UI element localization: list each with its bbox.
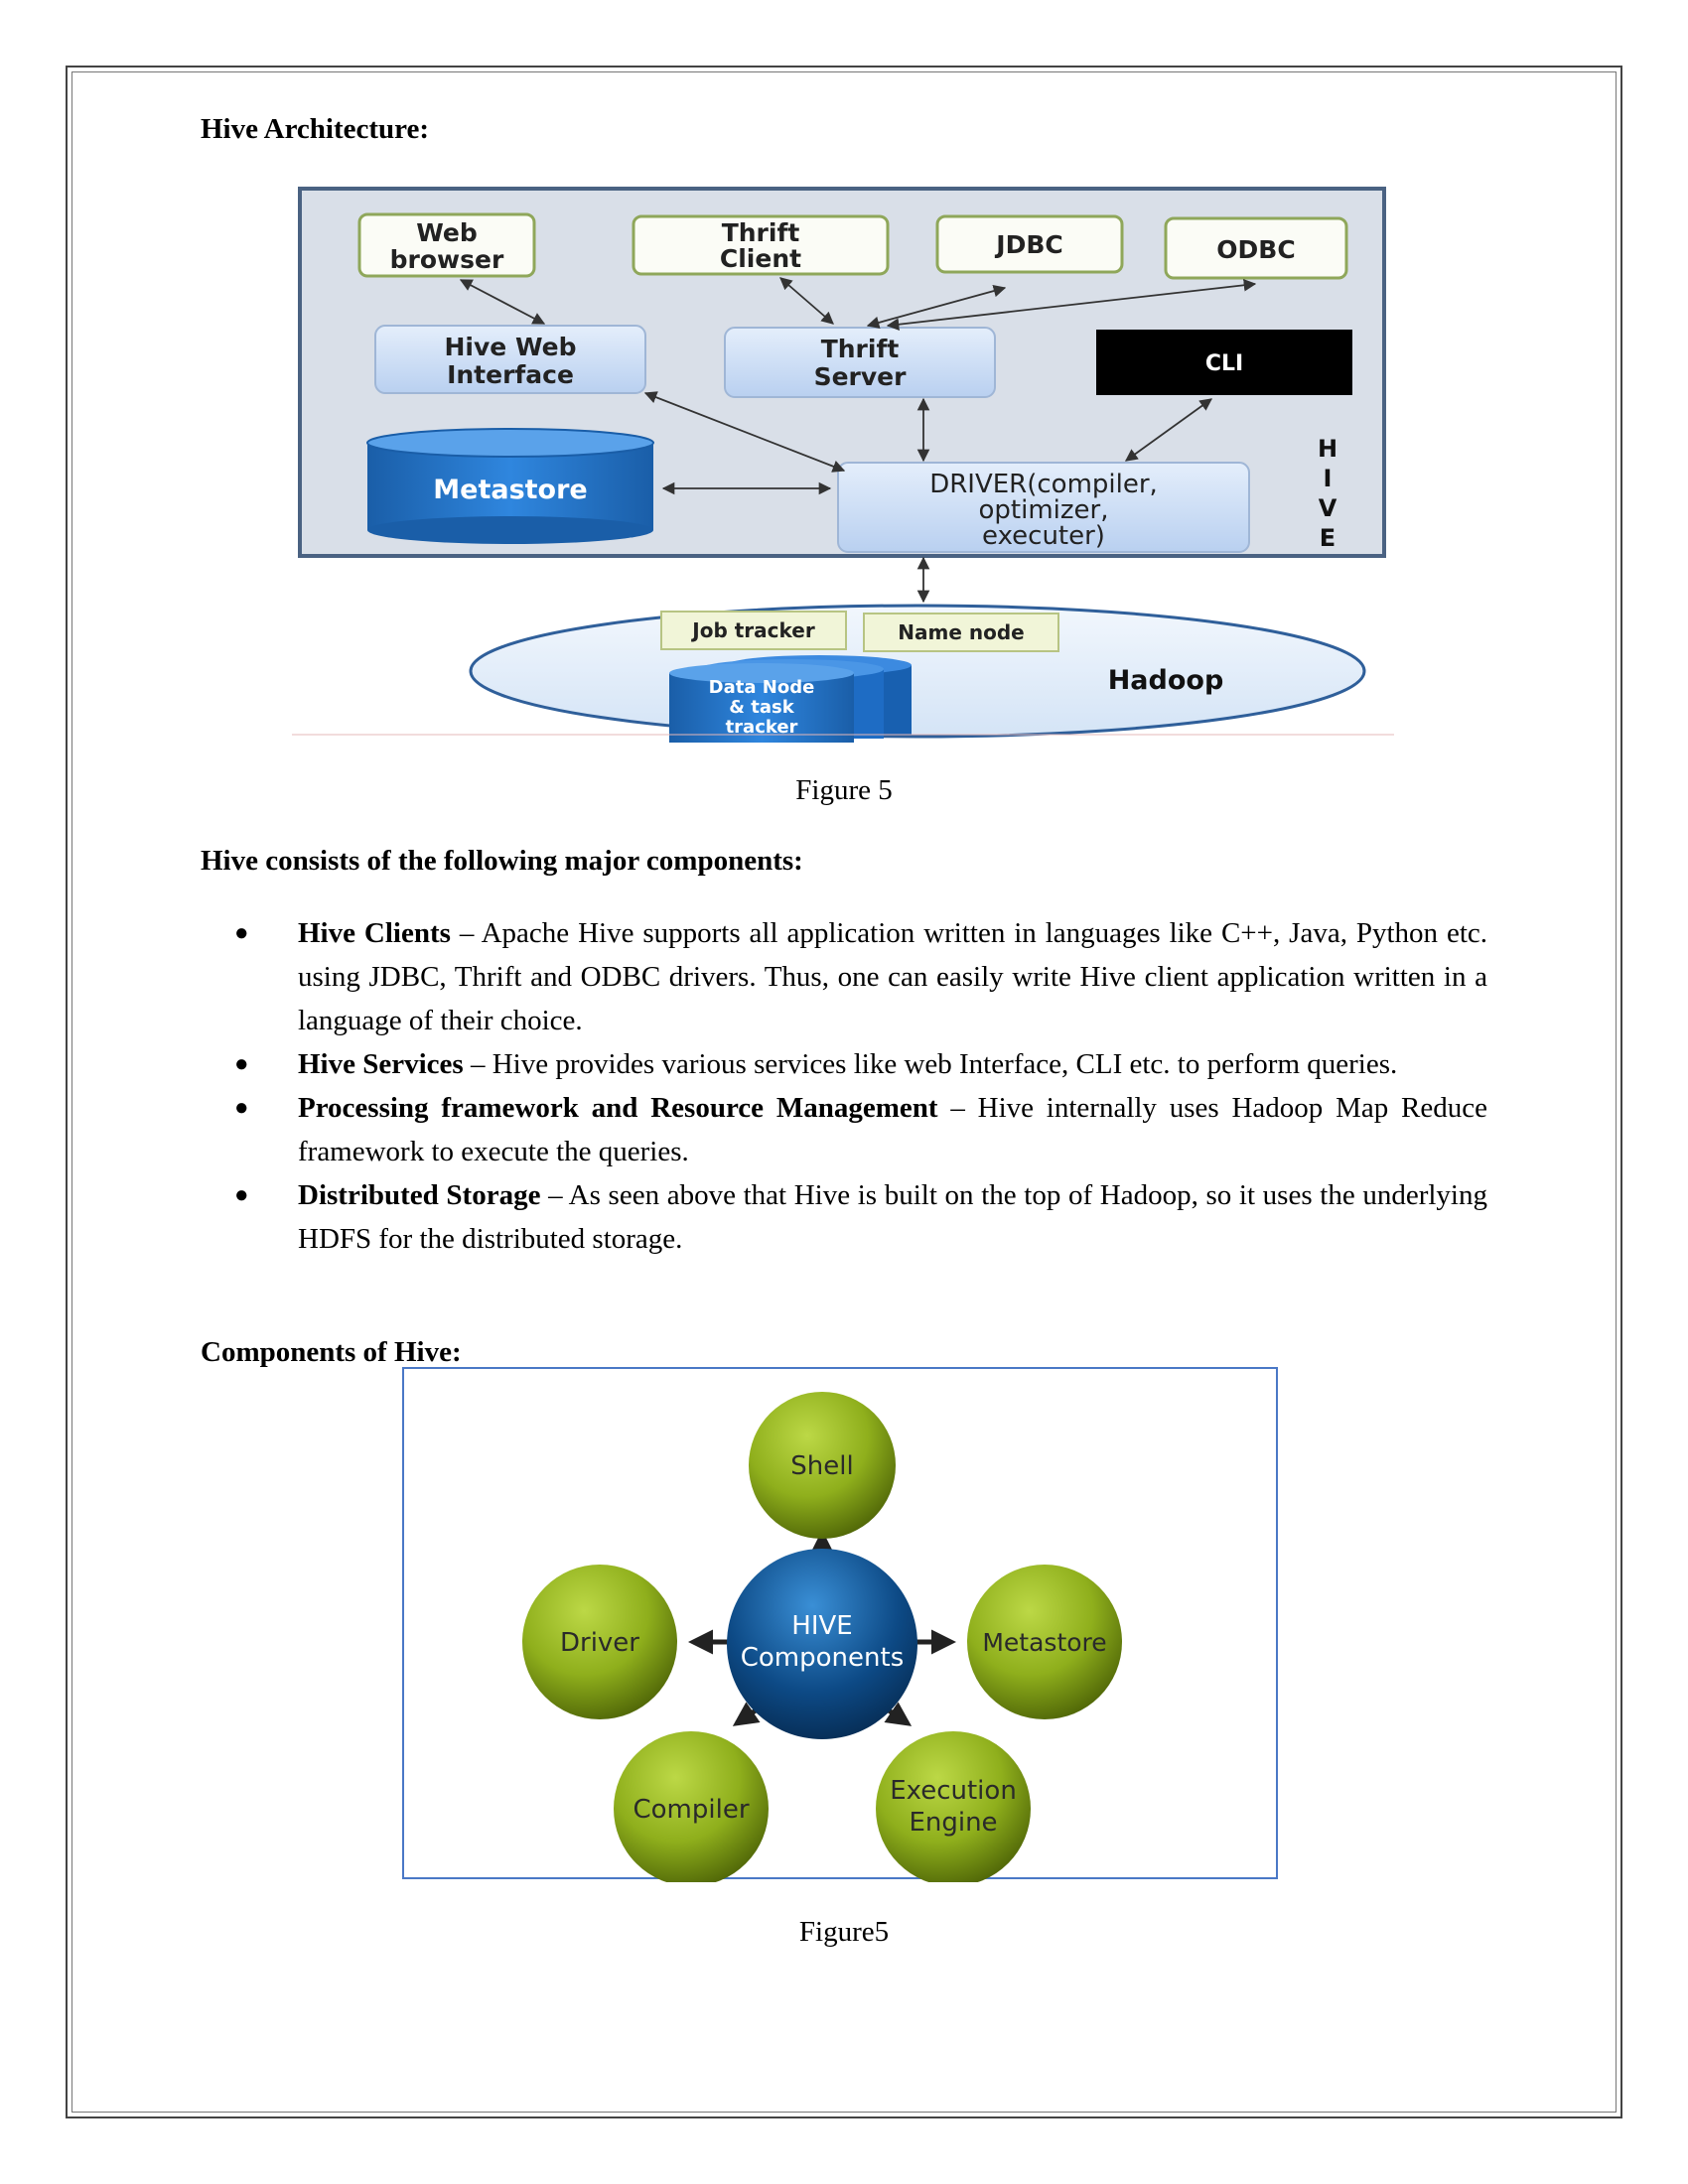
driver-label-2: optimizer,: [979, 495, 1109, 525]
thrift-client-label: Thrift: [722, 218, 800, 247]
hive-components-diagram: Shell Driver Metastore Compiler Executio…: [402, 1367, 1278, 1882]
hive-letter-i: I: [1324, 465, 1333, 492]
shell-node: [749, 1392, 896, 1539]
cli-box: [1096, 330, 1352, 395]
metastore-node: [967, 1565, 1122, 1719]
list-item: ● Processing framework and Resource Manag…: [201, 1086, 1487, 1173]
thrift-server-label: Thrift: [821, 335, 900, 363]
list-item: ● Hive Clients – Apache Hive supports all…: [201, 911, 1487, 1042]
architecture-arrows: [459, 277, 1257, 604]
thrift-client-label-2: Client: [720, 244, 801, 273]
hive-architecture-diagram: Web browser Thrift Client JDBC ODBC Hive…: [292, 187, 1394, 743]
data-node-label-2: & task: [729, 697, 794, 718]
metastore-node-label: Metastore: [982, 1628, 1106, 1657]
thrift-server-label-2: Server: [814, 362, 908, 391]
list-item-text: – As seen above that Hive is built on th…: [298, 1179, 1487, 1255]
figure-caption-1: Figure 5: [795, 774, 893, 806]
hive-web-interface-box: [374, 325, 646, 394]
components-list: ● Hive Clients – Apache Hive supports all…: [201, 911, 1487, 1261]
name-node-box: [863, 613, 1059, 652]
bullet-icon: ●: [234, 1095, 249, 1121]
list-item-term: Distributed Storage: [298, 1179, 541, 1211]
cli-label: CLI: [1205, 351, 1243, 376]
data-node-label: Data Node: [709, 677, 815, 698]
heading-hive-architecture: Hive Architecture:: [201, 113, 430, 145]
driver-node-label: Driver: [560, 1628, 639, 1658]
list-item-term: Hive Clients: [298, 917, 451, 949]
jdbc-box: [935, 214, 1124, 274]
list-item-text: – Apache Hive supports all application w…: [298, 917, 1487, 1036]
thrift-client-box: [632, 214, 890, 276]
hive-web-interface-label-2: Interface: [447, 360, 574, 389]
figure-caption-2: Figure5: [798, 1916, 890, 1948]
web-browser-box: [357, 212, 536, 278]
data-node-cylinders: [669, 655, 912, 743]
job-tracker-box: [660, 611, 847, 650]
execution-engine-label-2: Engine: [909, 1808, 997, 1838]
heading-major-components: Hive consists of the following major com…: [201, 845, 803, 877]
center-label-2: Components: [741, 1643, 905, 1673]
web-browser-label: Web: [416, 218, 478, 247]
compiler-node: [614, 1731, 769, 1882]
heading-components-of-hive: Components of Hive:: [201, 1336, 462, 1368]
driver-label-3: executer): [982, 521, 1105, 551]
driver-node: [522, 1565, 677, 1719]
list-item-term: Hive Services: [298, 1048, 464, 1080]
hive-letter-v: V: [1319, 494, 1337, 522]
hive-letter-h: H: [1318, 435, 1337, 463]
page-border-outer: [66, 66, 1622, 2118]
bullet-icon: ●: [234, 1182, 249, 1208]
hadoop-label: Hadoop: [1108, 665, 1224, 696]
shell-label: Shell: [790, 1451, 853, 1481]
page-border-inner: [71, 71, 1617, 2113]
compiler-node-label: Compiler: [633, 1795, 749, 1825]
list-item-text: – Hive provides various services like we…: [463, 1048, 1398, 1080]
bullet-icon: ●: [234, 1051, 249, 1077]
list-item-term: Processing framework and Resource Manage…: [298, 1092, 938, 1124]
web-browser-label-2: browser: [390, 245, 504, 274]
driver-box: [837, 462, 1250, 553]
center-label: HIVE: [791, 1611, 852, 1641]
hive-components-center-node: [727, 1549, 917, 1739]
name-node-label: Name node: [898, 620, 1024, 644]
data-node-label-3: tracker: [726, 717, 798, 738]
execution-engine-label: Execution: [890, 1776, 1017, 1806]
hive-web-interface-label: Hive Web: [445, 333, 577, 361]
thrift-server-box: [724, 327, 996, 398]
job-tracker-label: Job tracker: [690, 618, 815, 642]
hive-letter-e: E: [1320, 524, 1336, 552]
execution-engine-node: [876, 1731, 1031, 1882]
odbc-box: [1164, 216, 1348, 280]
list-item: ● Distributed Storage – As seen above tha…: [201, 1173, 1487, 1261]
list-item-text: – Hive internally uses Hadoop Map Reduce…: [298, 1092, 1488, 1167]
metastore-cylinder: [366, 428, 654, 544]
metastore-label: Metastore: [433, 475, 587, 505]
bullet-icon: ●: [234, 920, 249, 946]
list-item: ● Hive Services – Hive provides various s…: [201, 1042, 1487, 1086]
odbc-label: ODBC: [1216, 235, 1295, 264]
driver-label: DRIVER(compiler,: [929, 470, 1158, 499]
jdbc-label: JDBC: [994, 230, 1062, 259]
